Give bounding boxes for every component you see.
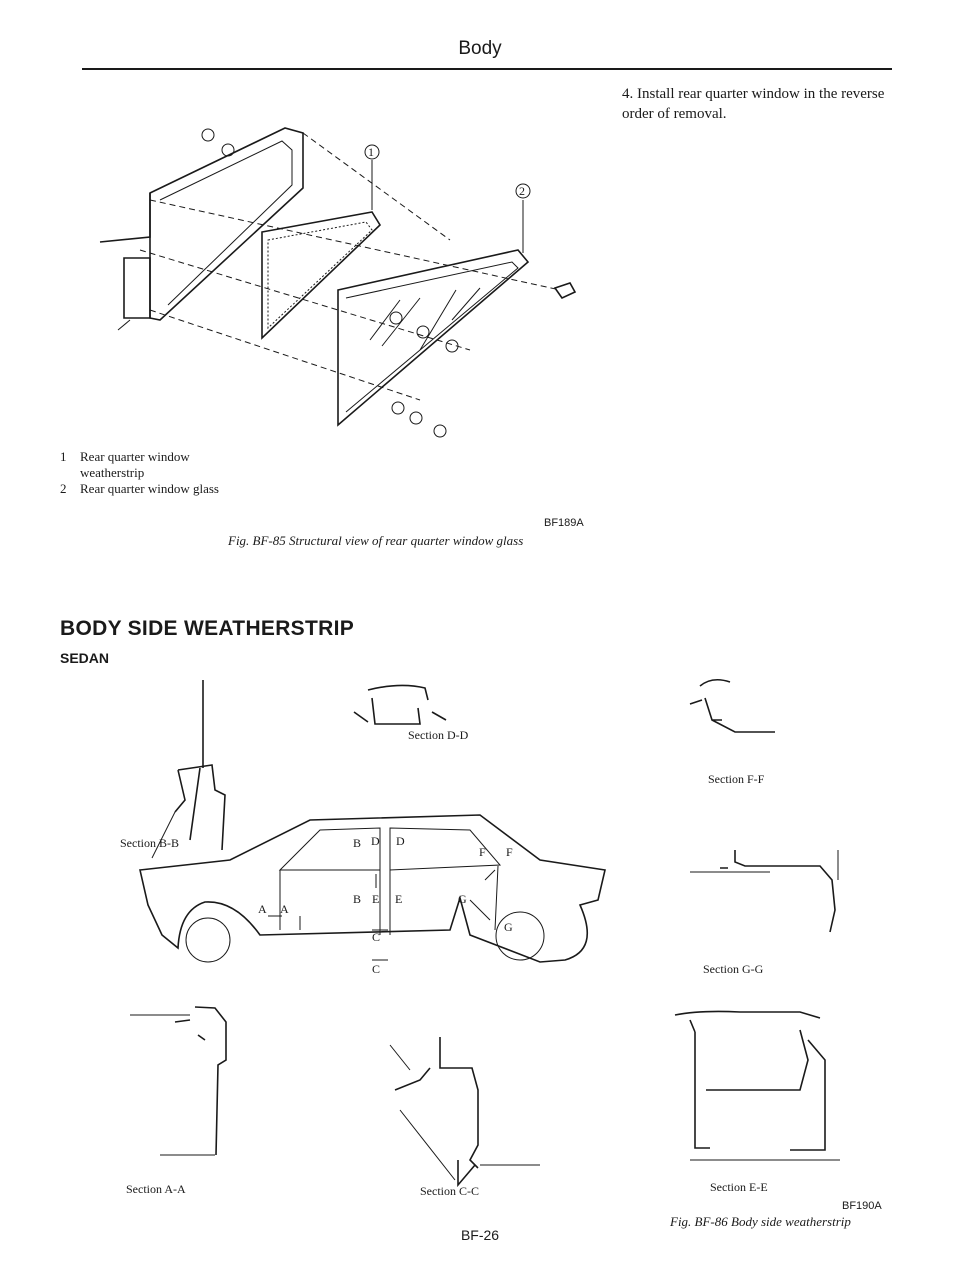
car-letter-b: B bbox=[353, 836, 362, 850]
section-bb-profile bbox=[174, 764, 226, 851]
car-letter-g: G bbox=[458, 892, 467, 906]
car-letter-e: E bbox=[372, 892, 380, 906]
car-body-outline bbox=[139, 814, 606, 963]
car-letter-f: F bbox=[479, 845, 486, 859]
clip-icon bbox=[389, 311, 403, 325]
section-heading: BODY SIDE WEATHERSTRIP bbox=[60, 617, 355, 640]
callout-2-circle bbox=[515, 183, 531, 199]
legend-text: Rear quarter window glass bbox=[80, 481, 219, 496]
page-number: BF-26 bbox=[460, 1227, 500, 1243]
section-cc-label: Section C-C bbox=[420, 1184, 479, 1198]
section-dd-profile bbox=[353, 684, 447, 725]
callout-2-label: 2 bbox=[519, 184, 525, 198]
clip-icon bbox=[445, 339, 459, 353]
section-gg-profile bbox=[720, 850, 836, 933]
section-ff-profile bbox=[689, 678, 775, 733]
car-letter-f: F bbox=[506, 845, 513, 859]
clip-icon bbox=[391, 401, 405, 415]
figure2-caption: Fig. BF-86 Body side weatherstrip bbox=[670, 1214, 851, 1229]
car-letter-b: B bbox=[353, 892, 362, 906]
clip-icon bbox=[409, 411, 423, 425]
car-letter-d: D bbox=[396, 834, 405, 848]
car-letter-e: E bbox=[395, 892, 403, 906]
quarter-glass-outline bbox=[337, 249, 530, 427]
figure1-code: BF189A bbox=[544, 517, 584, 529]
figure1-legend: 1 Rear quarter window weatherstrip 2 Rea… bbox=[60, 449, 320, 497]
car-rear-wheel-arch bbox=[495, 911, 545, 961]
clip-icon bbox=[416, 325, 430, 339]
legend-item: 2 Rear quarter window glass bbox=[60, 481, 320, 497]
clip-icon bbox=[221, 143, 235, 157]
callout-1-circle bbox=[364, 144, 380, 160]
fastener-icon bbox=[553, 282, 577, 300]
step-number: 4. bbox=[622, 86, 634, 102]
section-subheading: SEDAN bbox=[60, 650, 110, 666]
section-bb-label: Section B-B bbox=[120, 836, 179, 850]
section-ee-label: Section E-E bbox=[710, 1180, 768, 1194]
car-letter-g: G bbox=[504, 920, 513, 934]
car-letter-c: C bbox=[372, 930, 381, 944]
legend-item: 1 Rear quarter window weatherstrip bbox=[60, 449, 320, 481]
car-letter-d: D bbox=[371, 834, 380, 848]
section-cc-profile bbox=[394, 1037, 479, 1188]
car-front-wheel-arch bbox=[185, 917, 231, 963]
clip-icon bbox=[433, 424, 447, 438]
step-text: Install rear quarter window in the rever… bbox=[622, 86, 885, 122]
section-aa-profile bbox=[174, 1006, 227, 1156]
legend-text: Rear quarter window weatherstrip bbox=[80, 449, 190, 480]
section-ee-profile bbox=[674, 1010, 826, 1151]
section-dd-label: Section D-D bbox=[408, 728, 469, 742]
assembly-line-2 bbox=[149, 309, 421, 401]
body-frame-lower bbox=[123, 257, 151, 319]
section-bb-pillar bbox=[189, 680, 204, 841]
section-ff-label: Section F-F bbox=[708, 772, 765, 786]
callout-1-label: 1 bbox=[368, 145, 374, 159]
section-aa-label: Section A-A bbox=[126, 1182, 186, 1196]
step-4: 4. Install rear quarter window in the re… bbox=[622, 84, 912, 124]
weatherstrip-inner bbox=[267, 221, 373, 330]
car-letter-a: A bbox=[258, 902, 267, 916]
header-rule bbox=[82, 68, 892, 70]
car-front-window bbox=[278, 827, 381, 871]
section-gg-label: Section G-G bbox=[703, 962, 764, 976]
car-letter-a: A bbox=[280, 902, 289, 916]
legend-num: 2 bbox=[60, 481, 67, 496]
figure2-code: BF190A bbox=[842, 1200, 882, 1212]
figure1-caption: Fig. BF-85 Structural view of rear quart… bbox=[228, 533, 524, 548]
assembly-line-4 bbox=[139, 249, 471, 351]
body-frame-edge bbox=[99, 193, 151, 243]
body-frame-inner bbox=[159, 140, 293, 306]
weatherstrip-outline bbox=[261, 211, 382, 340]
legend-num: 1 bbox=[60, 449, 67, 464]
car-center-pillar bbox=[379, 828, 391, 935]
assembly-line-3 bbox=[302, 132, 451, 241]
clip-icon bbox=[201, 128, 215, 142]
car-letter-c: C bbox=[372, 962, 381, 976]
page-header-title: Body bbox=[458, 38, 502, 59]
